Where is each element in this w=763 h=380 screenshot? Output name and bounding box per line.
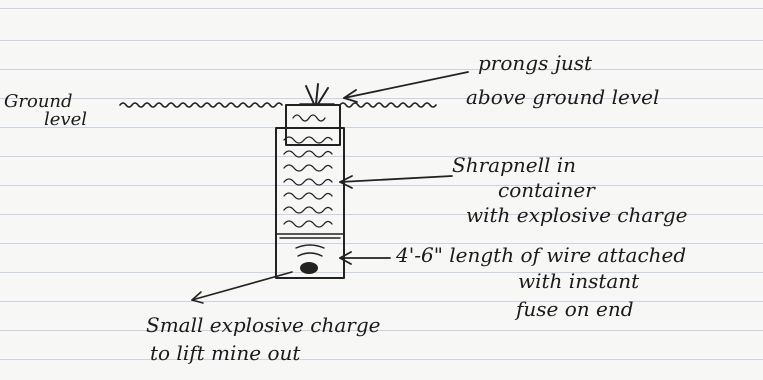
shrapnel-label-line3: with explosive charge	[466, 203, 688, 227]
shrapnel-label-line2: container	[498, 178, 596, 202]
wire-label-line3: fuse on end	[514, 297, 634, 321]
mine-container	[276, 105, 344, 278]
shrapnel-fill	[284, 115, 332, 227]
arrow-shrapnel	[340, 176, 452, 188]
charge-label-line1: Small explosive charge	[146, 313, 380, 337]
ground-line	[120, 103, 436, 107]
wire-label-line2: with instant	[518, 269, 640, 293]
arrow-wire	[340, 252, 390, 264]
ground-level-label-line2: level	[44, 109, 87, 130]
wire-label-line1: 4'-6" length of wire attached	[395, 243, 686, 267]
arrow-charge	[192, 272, 292, 303]
prongs	[300, 84, 334, 104]
charge-label-line2: to lift mine out	[150, 341, 301, 365]
arrow-prongs	[344, 72, 468, 102]
shrapnel-label-line1: Shrapnell in	[452, 153, 576, 177]
prongs-label-line2: above ground level	[466, 85, 659, 109]
charge-blob	[300, 262, 318, 274]
prongs-label-line1: prongs just	[478, 51, 593, 75]
lift-charge	[296, 245, 324, 274]
